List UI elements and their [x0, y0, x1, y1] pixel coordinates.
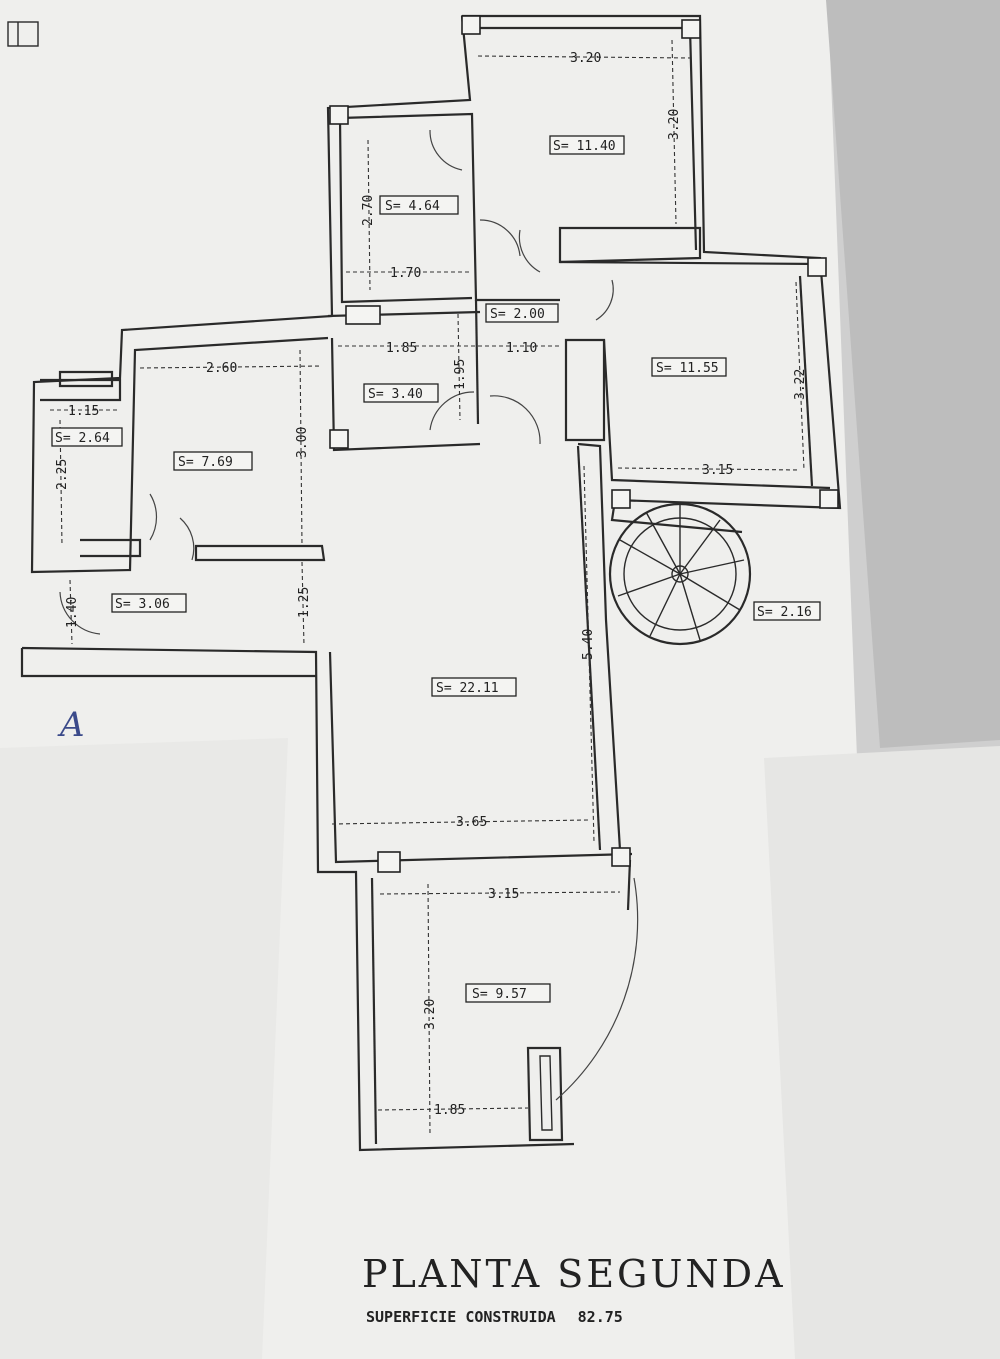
door-swings	[59, 129, 639, 1101]
plan-subtitle: SUPERFICIE CONSTRUIDA 82.75	[366, 1308, 623, 1326]
dimension-labels: 3.20 3.20 2.70 1.70 1.85 1.10 1.95 3.22 …	[55, 51, 808, 1118]
dim-3-22: 3.22	[793, 369, 808, 400]
dim-1-85-top: 1.85	[386, 341, 417, 356]
dim-3-20-top: 3.20	[570, 51, 601, 66]
dim-1-70: 1.70	[390, 266, 421, 281]
area-labels: S= 11.40 S= 4.64 S= 2.00 S= 11.55 S= 3.4…	[51, 135, 821, 1003]
area-11-40: S= 11.40	[553, 139, 616, 154]
dim-1-25: 1.25	[297, 587, 312, 618]
built-surface-value: 82.75	[577, 1308, 623, 1326]
background-surface	[826, 0, 1000, 748]
area-3-06: S= 3.06	[115, 597, 170, 612]
dim-1-15: 1.15	[68, 404, 99, 419]
dim-2-25: 2.25	[55, 459, 70, 490]
dim-3-65: 3.65	[456, 815, 487, 830]
columns	[329, 15, 839, 873]
dim-3-15-top: 3.15	[702, 463, 733, 478]
dim-2-70: 2.70	[361, 195, 376, 226]
area-2-00: S= 2.00	[490, 307, 545, 322]
dim-1-95: 1.95	[453, 359, 468, 390]
area-2-64: S= 2.64	[55, 431, 110, 446]
spiral-staircase	[608, 502, 752, 646]
dimension-lines	[50, 39, 805, 1137]
area-4-64: S= 4.64	[385, 199, 440, 214]
handwritten-annotation: A	[57, 705, 85, 745]
dim-5-40: 5.40	[581, 629, 596, 660]
dim-3-00: 3.00	[295, 427, 310, 458]
built-surface-label: SUPERFICIE CONSTRUIDA	[366, 1308, 556, 1326]
area-2-16: S= 2.16	[757, 605, 812, 620]
plan-title: PLANTA SEGUNDA	[362, 1252, 786, 1296]
area-11-55: S= 11.55	[656, 361, 719, 376]
dim-1-85-bottom: 1.85	[434, 1103, 465, 1118]
paper-overlay-left	[0, 738, 288, 1359]
dim-1-10: 1.10	[506, 341, 537, 356]
dim-3-20-bottom: 3.20	[423, 999, 438, 1030]
dim-3-15-bottom: 3.15	[488, 887, 519, 902]
walls	[20, 14, 842, 1152]
area-22-11: S= 22.11	[436, 681, 499, 696]
corner-mark	[7, 21, 39, 47]
dim-2-60: 2.60	[206, 361, 237, 376]
dim-3-20-side: 3.20	[667, 109, 682, 140]
area-9-57: S= 9.57	[472, 987, 527, 1002]
area-3-40: S= 3.40	[368, 387, 423, 402]
area-7-69: S= 7.69	[178, 455, 233, 470]
dim-1-40: 1.40	[65, 597, 80, 628]
paper-overlay-right	[764, 746, 1000, 1359]
